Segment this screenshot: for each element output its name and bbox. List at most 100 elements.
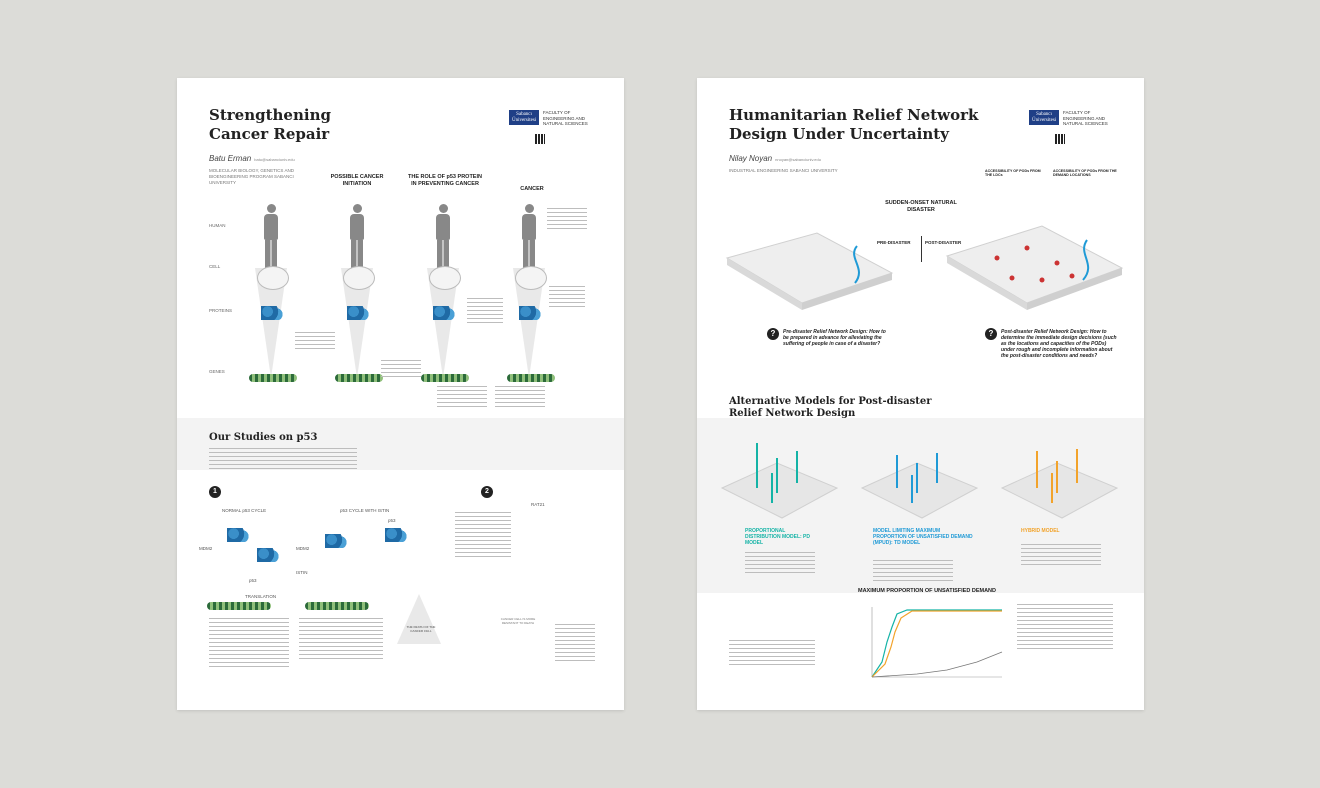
chart-title: MAXIMUM PROPORTION OF UNSATISFIED DEMAND [857, 588, 996, 594]
cell-icon [343, 266, 375, 290]
row-label-cell: CELL [209, 264, 221, 269]
question-icon: ? [767, 328, 779, 340]
label-accessibility-demand: ACCESSIBILITY OF PODs FROM THE DEMAND LO… [1053, 169, 1117, 177]
section-title-alternative-models: Alternative Models for Post-disaster Rel… [729, 396, 931, 420]
title-line-2: Design Under Uncertainty [729, 125, 949, 143]
text-block [745, 552, 815, 576]
column-possible-cancer-initiation: POSSIBLE CANCER INITIATION [330, 174, 384, 187]
text-block [555, 624, 595, 664]
qr-code-icon [535, 134, 545, 144]
affiliation: MOLECULAR BIOLOGY, GENETICS AND BIOENGIN… [209, 168, 294, 185]
author-name: Nilay Noyan [729, 154, 773, 163]
label-mdm2-istin: MDM2 [296, 546, 310, 551]
text-block [299, 618, 383, 662]
text-block [455, 512, 511, 558]
title-line-1: Humanitarian Relief Network [729, 106, 979, 124]
post-disaster-map [945, 225, 1124, 310]
protein-icon [519, 306, 541, 320]
p53-protein-icon [385, 528, 407, 542]
question-pre-disaster: Pre-disaster Relief Network Design: How … [783, 329, 886, 347]
text-block [467, 298, 503, 324]
human-figure-icon [522, 204, 536, 268]
title-line-2: Cancer Repair [209, 125, 330, 143]
p53-protein-icon [325, 534, 347, 548]
text-block [1017, 604, 1113, 652]
text-block [729, 640, 815, 666]
author-email: batu@sabanciuniv.edu [254, 157, 295, 162]
dna-strand-icon [305, 602, 369, 610]
cell-icon [429, 266, 461, 290]
cell-icon [257, 266, 289, 290]
label-normal-p53-cycle: NORMAL p53 CYCLE [222, 508, 267, 513]
protein-icon [347, 306, 369, 320]
logo-mark: Sabancı Üniversitesi [509, 110, 539, 125]
cumulative-chart [871, 607, 1003, 678]
dna-strand-icon [335, 374, 383, 382]
label-pd-model: PROPORTIONAL DISTRIBUTION MODEL: PD MODE… [745, 528, 810, 546]
title-line-1: Strengthening [209, 106, 331, 124]
faculty-name: FACULTY OF ENGINEERING AND NATURAL SCIEN… [1063, 110, 1108, 126]
step-number-2: 2 [481, 486, 493, 498]
faculty-name: FACULTY OF ENGINEERING AND NATURAL SCIEN… [543, 110, 588, 126]
poster-cancer-repair: Strengthening Cancer Repair Sabancı Üniv… [177, 78, 624, 710]
label-td-model: MODEL LIMITING MAXIMUM PROPORTION OF UNS… [873, 528, 973, 546]
affiliation: INDUSTRIAL ENGINEERING SABANCI UNIVERSIT… [729, 168, 838, 173]
human-figure-icon [264, 204, 278, 268]
column-cancer: CANCER [520, 186, 544, 192]
label-accessibility-ldc: ACCESSIBILITY OF PODs FROM THE LDCs [985, 169, 1041, 177]
row-label-genes: GENES [209, 369, 225, 374]
label-translation: TRANSLATION [245, 594, 277, 599]
model-maps [720, 443, 1119, 519]
label-p53: p53 [249, 578, 257, 583]
intro-text [209, 448, 357, 470]
poster-relief-network: Humanitarian Relief Network Design Under… [697, 78, 1144, 710]
dna-strand-icon [207, 602, 271, 610]
section-title-line-2: Relief Network Design [729, 408, 856, 419]
row-label-proteins: PROTEINS [209, 308, 233, 313]
death-beam [397, 594, 441, 644]
column-role-of-p53: THE ROLE OF p53 PROTEIN IN PREVENTING CA… [408, 174, 482, 187]
mdm2-protein-icon [257, 548, 279, 562]
label-post-disaster: POST-DISASTER [925, 240, 962, 245]
dna-strand-icon [421, 374, 469, 382]
text-block [1021, 544, 1101, 568]
text-block [209, 618, 289, 668]
text-block [547, 208, 587, 230]
text-block [437, 386, 487, 410]
question-icon: ? [985, 328, 997, 340]
qr-code-icon [1055, 134, 1065, 144]
cell-icon [515, 266, 547, 290]
label-mdm2: MDM2 [199, 546, 213, 551]
question-post-disaster: Post-disaster Relief Network Design: How… [1001, 329, 1117, 359]
label-pre-disaster: PRE-DISASTER [877, 240, 911, 245]
label-p53-istin: p53 [388, 518, 396, 523]
text-block [295, 332, 335, 352]
protein-icon [433, 306, 455, 320]
p53-protein-icon [227, 528, 249, 542]
row-label-human: HUMAN [209, 223, 226, 228]
text-block [495, 386, 545, 410]
author-email: nnoyan@sabanciuniv.edu [775, 157, 821, 162]
author-name: Batu Erman [209, 154, 252, 163]
text-block [549, 286, 585, 310]
text-block [381, 360, 421, 380]
dna-strand-icon [507, 374, 555, 382]
protein-icon [261, 306, 283, 320]
dna-strand-icon [249, 374, 297, 382]
label-death-of-cancer-cell: THE DEATH OF THE CANCER CELL [406, 625, 436, 633]
university-logo: Sabancı Üniversitesi FACULTY OF ENGINEER… [509, 110, 591, 127]
poster-title: Strengthening Cancer Repair [209, 106, 331, 144]
text-block [873, 560, 953, 584]
human-figure-icon [436, 204, 450, 268]
label-p53-cycle-with-istin: p53 CYCLE WITH ISTIN [340, 508, 390, 513]
label-rat21: RAT21 [531, 502, 545, 507]
step-number-1: 1 [209, 486, 221, 498]
poster-title: Humanitarian Relief Network Design Under… [729, 106, 978, 144]
label-cancer-cell-resistant: CANCER CELL IS MORE RESISTANT TO DEATH [500, 617, 536, 625]
logo-mark: Sabancı Üniversitesi [1029, 110, 1059, 125]
pre-disaster-map [725, 232, 894, 310]
label-istin: ISTIN [296, 570, 308, 575]
section-title-our-studies: Our Studies on p53 [209, 432, 318, 443]
